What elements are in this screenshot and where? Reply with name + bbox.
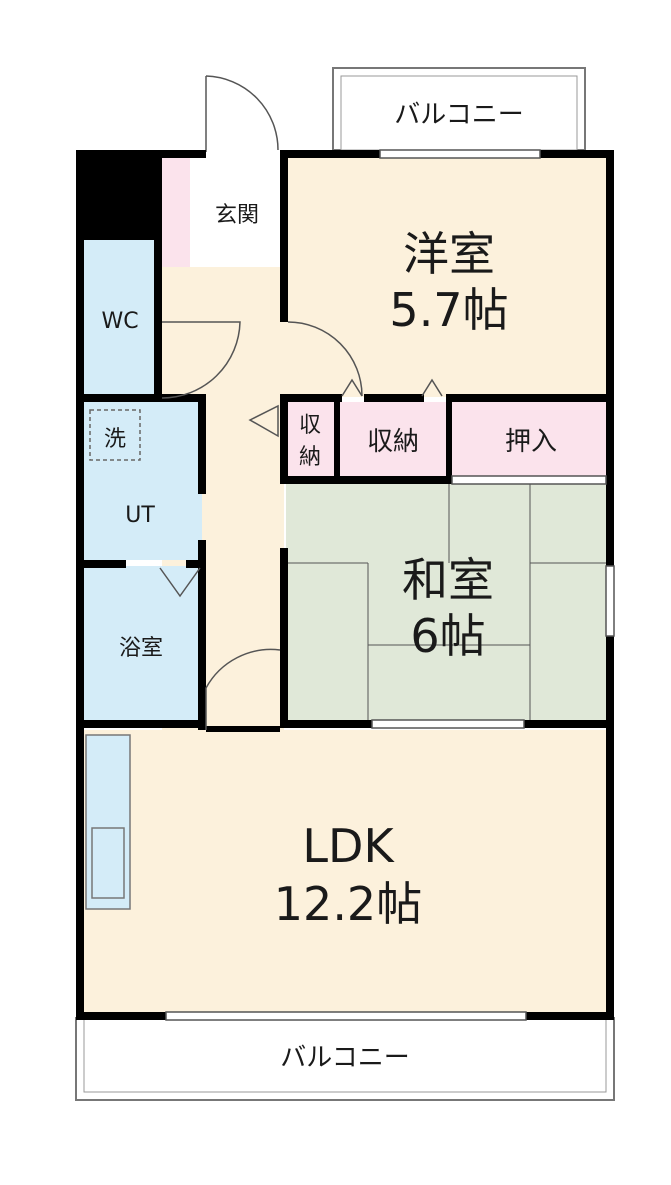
balcony-top-label: バルコニー: [394, 100, 523, 130]
entrance-label: 玄関: [215, 203, 259, 228]
western-room-size: 5.7帖: [389, 283, 508, 337]
storage-label: 収納: [367, 427, 419, 457]
entrance-step: [162, 155, 190, 267]
western-room-name: 洋室: [403, 227, 495, 281]
storage-small: [286, 402, 334, 478]
wc-room: [80, 238, 162, 396]
oshiire-label: 押入: [505, 427, 557, 457]
ldk-room: [80, 730, 610, 1016]
entrance-door: [205, 75, 279, 152]
kitchen-counter: [85, 734, 131, 910]
balcony-bottom-label: バルコニー: [280, 1043, 409, 1073]
storage-small-label-1: 収: [299, 413, 321, 438]
door-swings: [159, 321, 443, 730]
storage-small-label-2: 納: [299, 445, 321, 470]
tatami-grid: [286, 482, 610, 726]
ut-label: UT: [125, 503, 155, 528]
western-room: [284, 155, 612, 397]
wc-label: WC: [101, 309, 138, 334]
balcony-top: [332, 67, 586, 151]
oshiire-room: [452, 402, 610, 478]
washer-label: 洗: [104, 427, 126, 452]
ldk-size: 12.2帖: [274, 877, 422, 931]
windows: [165, 149, 615, 1021]
japanese-room: [286, 482, 610, 726]
ldk-name: LDK: [302, 819, 395, 873]
ut-room: [80, 400, 202, 560]
washer-icon: [89, 409, 141, 461]
japanese-room-name: 和室: [402, 553, 494, 607]
japanese-room-size: 6帖: [410, 609, 485, 663]
bath-label: 浴室: [119, 636, 163, 661]
storage-room: [338, 402, 448, 478]
